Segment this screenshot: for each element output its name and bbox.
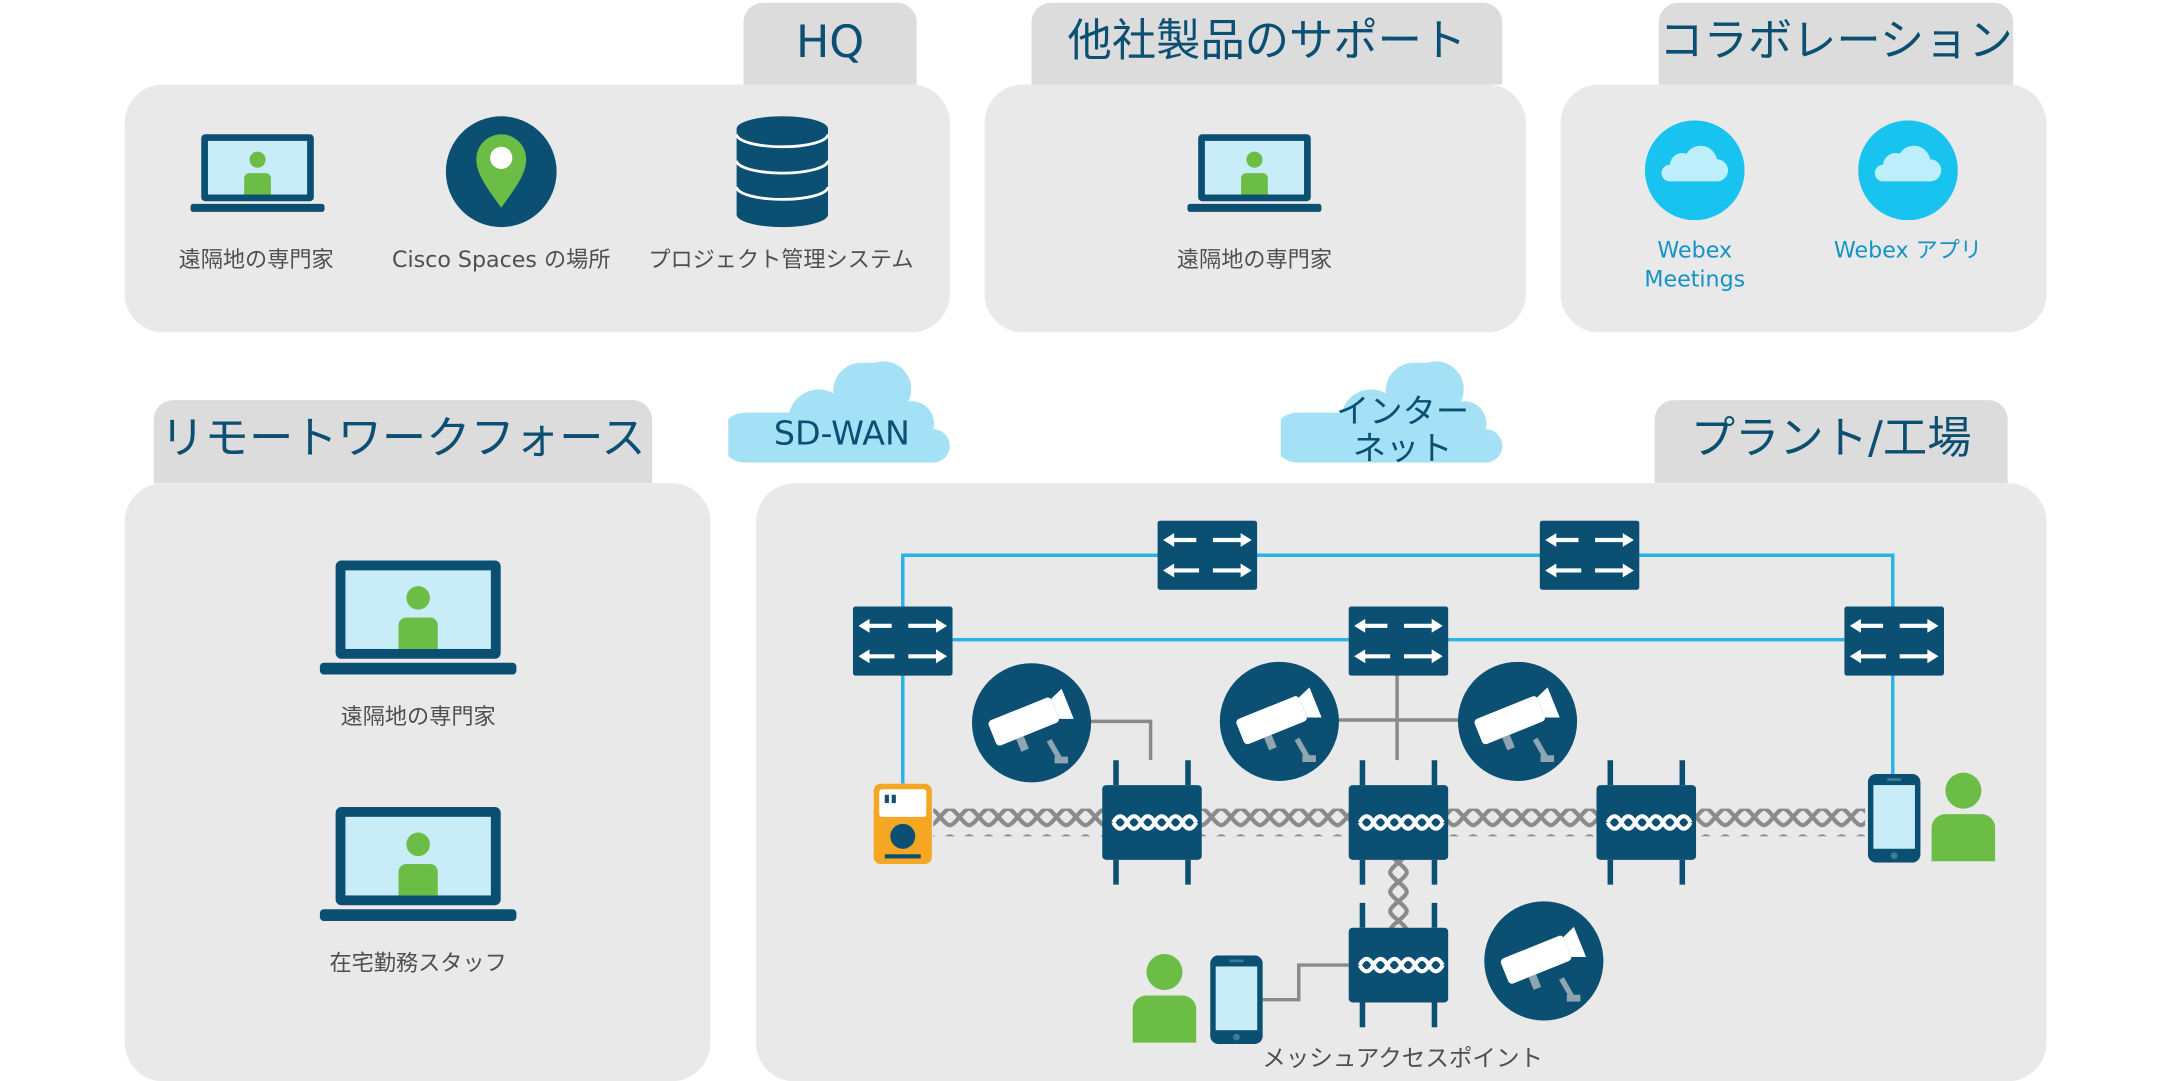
mesh-access-point-icon <box>1596 760 1696 885</box>
third-party-tab: 他社製品のサポート <box>1031 2 1503 85</box>
collaboration-panel <box>1560 84 2047 333</box>
project-management-label: プロジェクト管理システム <box>648 246 914 273</box>
internet-label-line2: ネット <box>1352 429 1453 468</box>
security-camera-icon <box>1483 900 1605 1022</box>
mesh-access-point-icon <box>1349 760 1449 885</box>
sd-wan-label: SD-WAN <box>773 413 910 453</box>
home-staff-label: 在宅勤務スタッフ <box>329 949 507 977</box>
third-party-remote-expert-label: 遠隔地の専門家 <box>1176 246 1332 273</box>
mesh-access-point-label: メッシュアクセスポイント <box>1262 1045 1544 1074</box>
remote-workforce-title: リモートワークフォース <box>160 411 646 464</box>
hq-remote-expert-label: 遠隔地の専門家 <box>178 246 334 273</box>
security-camera-icon <box>1457 660 1579 782</box>
cisco-spaces-label: Cisco Spaces の場所 <box>391 246 611 273</box>
webex-app-label: Webex アプリ <box>1833 236 1983 264</box>
mesh-access-point-icon <box>1349 903 1449 1028</box>
third-party-title: 他社製品のサポート <box>1067 13 1467 67</box>
smartphone-icon <box>1867 773 1921 863</box>
plant-title: プラント/工場 <box>1690 411 1972 464</box>
collaboration-tab: コラボレーション <box>1658 2 2014 85</box>
plant-tab: プラント/工場 <box>1654 400 2008 484</box>
security-camera-icon <box>1218 660 1340 782</box>
remote-expert-label: 遠隔地の専門家 <box>340 703 496 730</box>
database-icon <box>735 116 830 228</box>
security-camera-icon <box>971 662 1093 784</box>
switch-icon <box>1540 521 1640 590</box>
remote-workforce-tab: リモートワークフォース <box>153 400 653 484</box>
map-pin-icon <box>445 116 557 228</box>
person-icon <box>1132 953 1197 1043</box>
handheld-scanner-icon <box>873 783 932 864</box>
webex-meetings-label: Webex Meetings <box>1644 236 1746 293</box>
switch-icon <box>1349 606 1449 675</box>
smartphone-icon <box>1210 955 1263 1044</box>
switch-icon <box>1844 606 1944 675</box>
switch-icon <box>1158 521 1258 590</box>
switch-icon <box>853 606 953 675</box>
internet-label-line1: インター <box>1336 391 1470 431</box>
hq-title: HQ <box>795 15 865 68</box>
person-icon <box>1931 772 1996 862</box>
collaboration-title: コラボレーション <box>1659 13 2013 67</box>
mesh-access-point-icon <box>1102 760 1202 885</box>
hq-tab: HQ <box>743 2 917 85</box>
